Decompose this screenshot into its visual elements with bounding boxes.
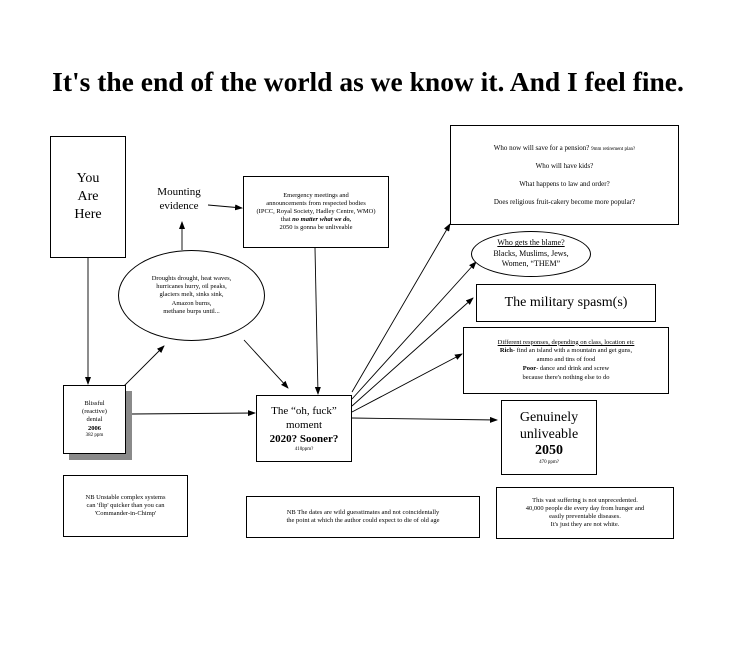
- blame-line-2: Blacks, Muslims, Jews,: [493, 248, 569, 258]
- unliveable-year: 2050: [535, 443, 563, 459]
- droughts-ellipse: Droughts drought, heat waves, hurricanes…: [118, 250, 265, 341]
- ohf-line-2: moment: [285, 419, 323, 432]
- emergency-line-1: Emergency meetings and: [283, 191, 349, 199]
- suffering-line-1: This vast suffering is not unprecedented…: [532, 496, 638, 504]
- droughts-line-3: glaciers melt, sinks sink,: [159, 291, 224, 299]
- ohf-ppm: 410ppm?: [294, 446, 314, 452]
- question-law: What happens to law and order?: [519, 179, 610, 188]
- arrow-ohf-to-blame: [351, 261, 477, 400]
- mounting-evidence-label: Mounting evidence: [146, 186, 212, 214]
- page-title: It's the end of the world as we know it.…: [52, 66, 684, 97]
- nb1-line-2: can 'flip' quicker than you can: [86, 501, 165, 509]
- nb2-line-1: NB The dates are wild guesstimates and n…: [286, 508, 440, 516]
- droughts-line-1: Droughts drought, heat waves,: [151, 275, 232, 283]
- nb-unstable-systems-box: NB Unstable complex systems can 'flip' q…: [63, 475, 188, 537]
- responses-line-4: Poor- dance and drink and screw: [523, 365, 609, 374]
- emergency-line-4-emphasis: no matter what we do,: [292, 216, 352, 224]
- you-are-here-line-3: Here: [74, 207, 102, 223]
- responses-line-2: Rich- find an island with a mountain and…: [500, 347, 632, 356]
- arrow-ohf-to-responses: [351, 353, 463, 413]
- military-label: The military spasm(s): [504, 295, 628, 310]
- arrow-emergency-to-ohf: [314, 247, 321, 395]
- unliveable-line-2: unliveable: [519, 426, 579, 442]
- blissful-ppm: 382 ppm: [85, 432, 104, 438]
- blame-ellipse: Who gets the blame? Blacks, Muslims, Jew…: [471, 231, 591, 277]
- responses-rich-label: Rich: [499, 347, 513, 355]
- blame-line-3: Women, “THEM”: [501, 259, 561, 269]
- blame-line-1: Who gets the blame?: [497, 238, 565, 248]
- arrow-ohf-to-unliveable: [351, 416, 498, 423]
- nb2-line-2: the point at which the author could expe…: [286, 517, 440, 524]
- blissful-line-1: Blissful: [84, 400, 105, 408]
- arrow-denial-to-ohf: [131, 410, 256, 417]
- emergency-line-3: (IPCC, Royal Society, Hadley Centre, WMO…: [256, 207, 376, 215]
- question-pension-text: Who now will save for a pension?: [493, 143, 590, 152]
- you-are-here-line-1: You: [76, 170, 100, 186]
- responses-poor-text: - dance and drink and screw: [536, 364, 610, 372]
- droughts-line-4: Amazon burns,: [171, 299, 212, 307]
- mounting-line-1: Mounting: [157, 186, 201, 198]
- blissful-year: 2006: [88, 424, 101, 432]
- arrow-droughts-to-ohf: [243, 339, 289, 389]
- you-are-here-line-2: Are: [77, 188, 99, 204]
- emergency-line-4: that no matter what we do,: [281, 216, 351, 224]
- suffering-line-3: easily preventable diseases.: [549, 513, 621, 520]
- responses-line-1: Different responses, depending on class,…: [497, 338, 635, 346]
- military-box: The military spasm(s): [476, 284, 656, 322]
- unliveable-ppm: 470 ppm?: [539, 460, 559, 466]
- unliveable-line-1: Genuinely: [519, 409, 579, 425]
- nb-dates-box: NB The dates are wild guesstimates and n…: [246, 496, 480, 538]
- nb1-line-3: 'Commander-in-Chimp': [94, 510, 157, 518]
- mounting-line-2: evidence: [159, 199, 199, 212]
- droughts-line-2: hurricanes hurry, oil peaks,: [156, 283, 227, 291]
- suffering-line-2: 40,000 people die every day from hunger …: [525, 504, 645, 512]
- suffering-box: This vast suffering is not unprecedented…: [496, 487, 674, 539]
- blissful-line-2: (reactive): [82, 408, 107, 416]
- question-religion: Does religious fruit-cakery become more …: [493, 197, 636, 206]
- responses-line-3: ammo and tins of food: [536, 356, 596, 364]
- droughts-line-5: methane burps until...: [163, 307, 220, 315]
- suffering-line-4: It's just they are not white.: [550, 521, 620, 529]
- blissful-line-3: denial: [86, 416, 103, 424]
- arrow-mounting-to-emergency: [207, 204, 243, 211]
- arrow-ohf-to-questions: [351, 223, 451, 393]
- emergency-line-5: 2050 is gonna be unliveable: [279, 224, 353, 232]
- nb1-line-1: NB Unstable complex systems: [85, 493, 166, 501]
- emergency-box: Emergency meetings and announcements fro…: [243, 176, 389, 248]
- responses-poor-label: Poor: [522, 364, 537, 372]
- emergency-line-2: announcements from respected bodies: [266, 199, 366, 207]
- arrow-denial-to-droughts: [123, 345, 165, 387]
- emergency-line-4-prefix: that: [280, 216, 293, 224]
- question-pension-note: 9mm retirement plan?: [591, 146, 636, 152]
- genuinely-unliveable-box: Genuinely unliveable 2050 470 ppm?: [501, 400, 597, 475]
- question-kids: Who will have kids?: [535, 161, 594, 170]
- ohf-line-1: The “oh, fuck”: [271, 405, 337, 418]
- responses-box: Different responses, depending on class,…: [463, 327, 669, 394]
- you-are-here-box: You Are Here: [50, 136, 126, 258]
- oh-fuck-moment-box: The “oh, fuck” moment 2020? Sooner? 410p…: [256, 395, 352, 462]
- ohf-year: 2020? Sooner?: [269, 432, 339, 445]
- responses-rich-text: - find an island with a mountain and get…: [512, 347, 633, 355]
- question-pension: Who now will save for a pension? 9mm ret…: [493, 143, 636, 152]
- arrow-ohf-to-military: [351, 297, 474, 407]
- responses-line-5: because there's nothing else to do: [522, 373, 610, 381]
- blissful-denial-box: Blissful (reactive) denial 2006 382 ppm: [63, 385, 126, 454]
- questions-box: Who now will save for a pension? 9mm ret…: [450, 125, 679, 225]
